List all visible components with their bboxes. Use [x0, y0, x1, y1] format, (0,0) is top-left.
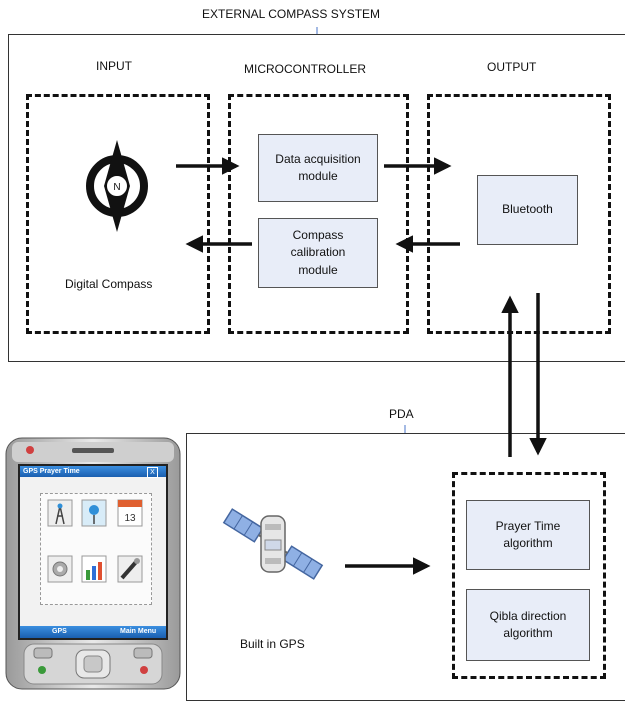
- digital-compass-label: Digital Compass: [65, 277, 153, 291]
- pda-app-title: GPS Prayer Time: [23, 468, 80, 475]
- prayer-time-module: Prayer Time algorithm: [466, 500, 590, 570]
- built-in-gps-label: Built in GPS: [240, 637, 305, 651]
- input-group: [26, 94, 210, 334]
- microcontroller-section-label: MICROCONTROLLER: [244, 62, 367, 76]
- compass-calibration-module: Compass calibration module: [258, 218, 378, 288]
- svg-text:13: 13: [124, 513, 136, 524]
- satellite-icon: [222, 508, 324, 580]
- data-acquisition-module: Data acquisition module: [258, 134, 378, 202]
- pda-hardware-buttons: [23, 643, 163, 685]
- close-button[interactable]: X: [147, 467, 158, 478]
- output-section-label: OUTPUT: [487, 60, 537, 74]
- tower-icon[interactable]: [47, 499, 73, 527]
- output-group: [427, 94, 611, 334]
- softkey-gps[interactable]: GPS: [52, 628, 67, 635]
- pda-device: GPS Prayer Time X 13: [4, 436, 182, 691]
- bluetooth-module: Bluetooth: [477, 175, 578, 245]
- call-button[interactable]: [33, 647, 53, 659]
- calendar-icon[interactable]: 13: [117, 499, 143, 527]
- pda-icons: 13: [47, 499, 143, 583]
- settings-icon[interactable]: [47, 555, 73, 583]
- pda-algorithm-group: [452, 472, 606, 679]
- compass-icon: N: [86, 140, 148, 232]
- pda-softkey-bar: [20, 626, 166, 638]
- end-button[interactable]: [133, 647, 153, 659]
- external-system-title: EXTERNAL COMPASS SYSTEM: [202, 7, 381, 21]
- svg-text:N: N: [113, 182, 120, 193]
- input-section-label: INPUT: [96, 59, 132, 73]
- microcontroller-group: [228, 94, 409, 334]
- tools-icon[interactable]: [117, 555, 143, 583]
- qibla-direction-module: Qibla direction algorithm: [466, 589, 590, 661]
- softkey-main-menu[interactable]: Main Menu: [120, 628, 157, 635]
- chart-icon[interactable]: [81, 555, 107, 583]
- gps-pin-icon[interactable]: [81, 499, 107, 527]
- pda-title: PDA: [389, 407, 414, 421]
- pda-title-bar: [20, 466, 166, 477]
